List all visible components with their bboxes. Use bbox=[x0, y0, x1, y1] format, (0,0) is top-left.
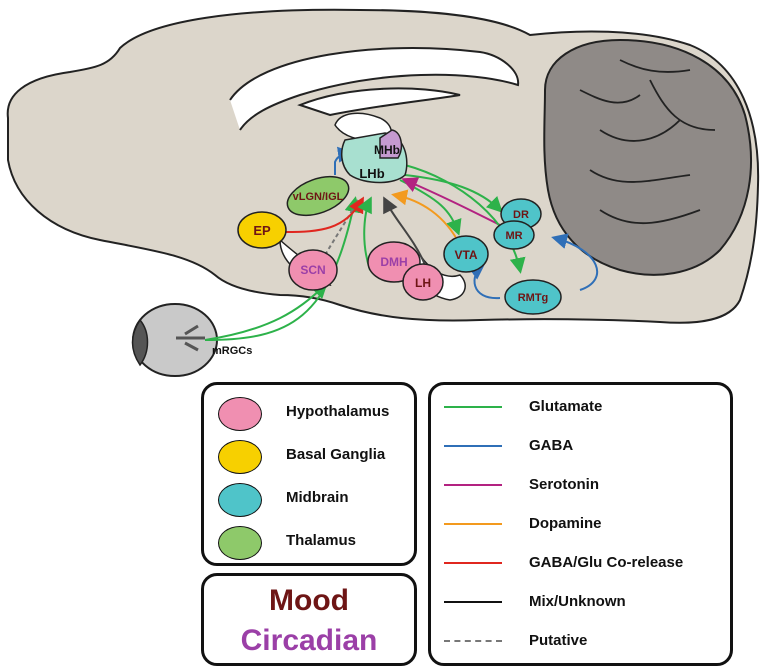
cortex-fold bbox=[297, 87, 461, 117]
glutamate-line bbox=[444, 406, 502, 408]
legend-basal-ganglia: Basal Ganglia bbox=[204, 436, 414, 476]
connections bbox=[204, 146, 599, 341]
legend-gaba-glu: GABA/Glu Co-release bbox=[431, 549, 730, 579]
svg-text:RMTg: RMTg bbox=[518, 292, 549, 304]
circadian-label: Circadian bbox=[240, 624, 378, 657]
legend-putative: Putative bbox=[431, 627, 730, 657]
brain-circuit-diagram: MHb LHb vLGN/IGL EP SCN DMH LH VTA DR MR… bbox=[6, 8, 760, 377]
legend-label: Basal Ganglia bbox=[286, 446, 386, 463]
category-legend: Mood Circadian bbox=[201, 573, 417, 666]
legend-dopamine: Dopamine bbox=[431, 510, 730, 540]
legend-label: Dopamine bbox=[529, 515, 602, 532]
svg-text:DMH: DMH bbox=[380, 255, 407, 269]
legend-label: Glutamate bbox=[529, 398, 603, 415]
svg-text:EP: EP bbox=[253, 223, 271, 238]
svg-text:vLGN/IGL: vLGN/IGL bbox=[293, 191, 344, 203]
rmtg-node: RMTg bbox=[504, 279, 562, 315]
svg-text:VTA: VTA bbox=[454, 248, 477, 262]
legend-thalamus: Thalamus bbox=[204, 522, 414, 562]
mix-line bbox=[444, 601, 502, 603]
thalamus-swatch bbox=[218, 526, 262, 560]
legend-label: Thalamus bbox=[286, 532, 357, 549]
legend-serotonin: Serotonin bbox=[431, 471, 730, 501]
mhb-label: MHb bbox=[374, 143, 400, 157]
legend-hypothalamus: Hypothalamus bbox=[204, 393, 414, 433]
ep-node: EP bbox=[237, 211, 287, 249]
putative-line bbox=[444, 640, 502, 642]
legend-label: Midbrain bbox=[286, 489, 349, 506]
lhb-label: LHb bbox=[359, 166, 384, 181]
legend-mix: Mix/Unknown bbox=[431, 588, 730, 618]
lh-node: LH bbox=[402, 263, 444, 301]
legend-glutamate: Glutamate bbox=[431, 393, 730, 423]
cerebellum-folds bbox=[579, 59, 716, 225]
midbrain-swatch bbox=[218, 483, 262, 517]
gaba-glu-line bbox=[444, 562, 502, 564]
basal-ganglia-swatch bbox=[218, 440, 262, 474]
dopamine-line bbox=[444, 523, 502, 525]
svg-text:MR: MR bbox=[505, 230, 522, 242]
mrgcs-label: mRGCs bbox=[212, 345, 252, 357]
mood-label: Mood bbox=[269, 584, 349, 617]
vta-node: VTA bbox=[443, 235, 489, 273]
habenula-node: MHb LHb bbox=[340, 129, 408, 184]
legend-label: GABA/Glu Co-release bbox=[529, 554, 684, 571]
mr-node: MR bbox=[493, 220, 535, 250]
svg-text:LH: LH bbox=[415, 276, 431, 290]
transmitter-legend: Glutamate GABA Serotonin Dopamine GABA/G… bbox=[428, 382, 733, 666]
scn-node: SCN bbox=[288, 249, 338, 291]
legend-label: GABA bbox=[529, 437, 574, 454]
legend-midbrain: Midbrain bbox=[204, 479, 414, 519]
svg-text:SCN: SCN bbox=[300, 263, 325, 277]
vlgn-igl-node: vLGN/IGL bbox=[286, 175, 350, 217]
cerebellum bbox=[543, 38, 753, 276]
legend-label: Mix/Unknown bbox=[529, 593, 626, 610]
legend-label: Serotonin bbox=[529, 476, 599, 493]
serotonin-line bbox=[444, 484, 502, 486]
legend-label: Putative bbox=[529, 632, 588, 649]
legend-gaba: GABA bbox=[431, 432, 730, 462]
gaba-line bbox=[444, 445, 502, 447]
eye-icon bbox=[131, 303, 218, 377]
legend-label: Hypothalamus bbox=[286, 403, 390, 420]
hypothalamus-swatch bbox=[218, 397, 262, 431]
region-legend: Hypothalamus Basal Ganglia Midbrain Thal… bbox=[201, 382, 417, 566]
svg-text:DR: DR bbox=[513, 209, 529, 221]
cortex-fold bbox=[229, 47, 520, 131]
